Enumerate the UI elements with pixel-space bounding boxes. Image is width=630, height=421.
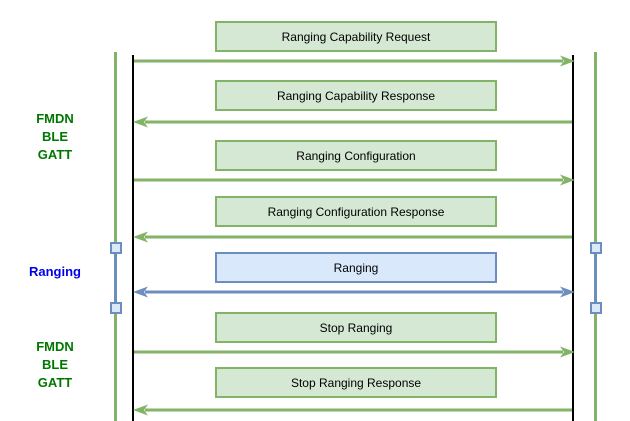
section-label-line: GATT (37, 375, 73, 390)
arrow-right-ranging-configuration (134, 174, 575, 186)
left-rail-gatt-bottom-segment (114, 314, 117, 421)
message-box-stop-ranging-response: Stop Ranging Response (215, 367, 497, 398)
section-label-fmdn-ble-gatt-bottom: FMDN BLE GATT (25, 338, 85, 392)
right-rail-node-bottom (590, 302, 602, 314)
arrow-left-ranging-capability-response (133, 116, 572, 128)
arrow-bidirectional-ranging (133, 286, 575, 298)
arrow-right-stop-ranging (134, 346, 575, 358)
section-label-line: Ranging (29, 264, 81, 279)
message-box-ranging-capability-response: Ranging Capability Response (215, 80, 497, 111)
message-box-ranging: Ranging (215, 252, 497, 283)
message-box-ranging-configuration-response: Ranging Configuration Response (215, 196, 497, 227)
message-box-ranging-capability-request: Ranging Capability Request (215, 21, 497, 52)
section-label-line: GATT (37, 147, 73, 162)
arrow-right-ranging-capability-request (134, 55, 575, 67)
right-lifeline (572, 55, 574, 421)
right-rail-node-top (590, 242, 602, 254)
left-rail-ranging-segment (114, 254, 117, 302)
arrow-left-ranging-configuration-response (133, 231, 572, 243)
section-label-line: BLE (42, 129, 68, 144)
left-rail-node-top (110, 242, 122, 254)
right-rail-gatt-bottom-segment (594, 314, 597, 421)
section-label-fmdn-ble-gatt-top: FMDN BLE GATT (25, 110, 85, 164)
left-lifeline (132, 55, 134, 421)
section-label-line: FMDN (36, 339, 74, 354)
right-rail-gatt-top-segment (594, 52, 597, 242)
message-box-stop-ranging: Stop Ranging (215, 312, 497, 343)
left-rail-node-bottom (110, 302, 122, 314)
right-rail-ranging-segment (594, 254, 597, 302)
section-label-ranging: Ranging (25, 263, 85, 281)
section-label-line: BLE (42, 357, 68, 372)
left-rail-gatt-top-segment (114, 52, 117, 242)
section-label-line: FMDN (36, 111, 74, 126)
arrow-left-stop-ranging-response (133, 404, 572, 416)
message-box-ranging-configuration: Ranging Configuration (215, 140, 497, 171)
